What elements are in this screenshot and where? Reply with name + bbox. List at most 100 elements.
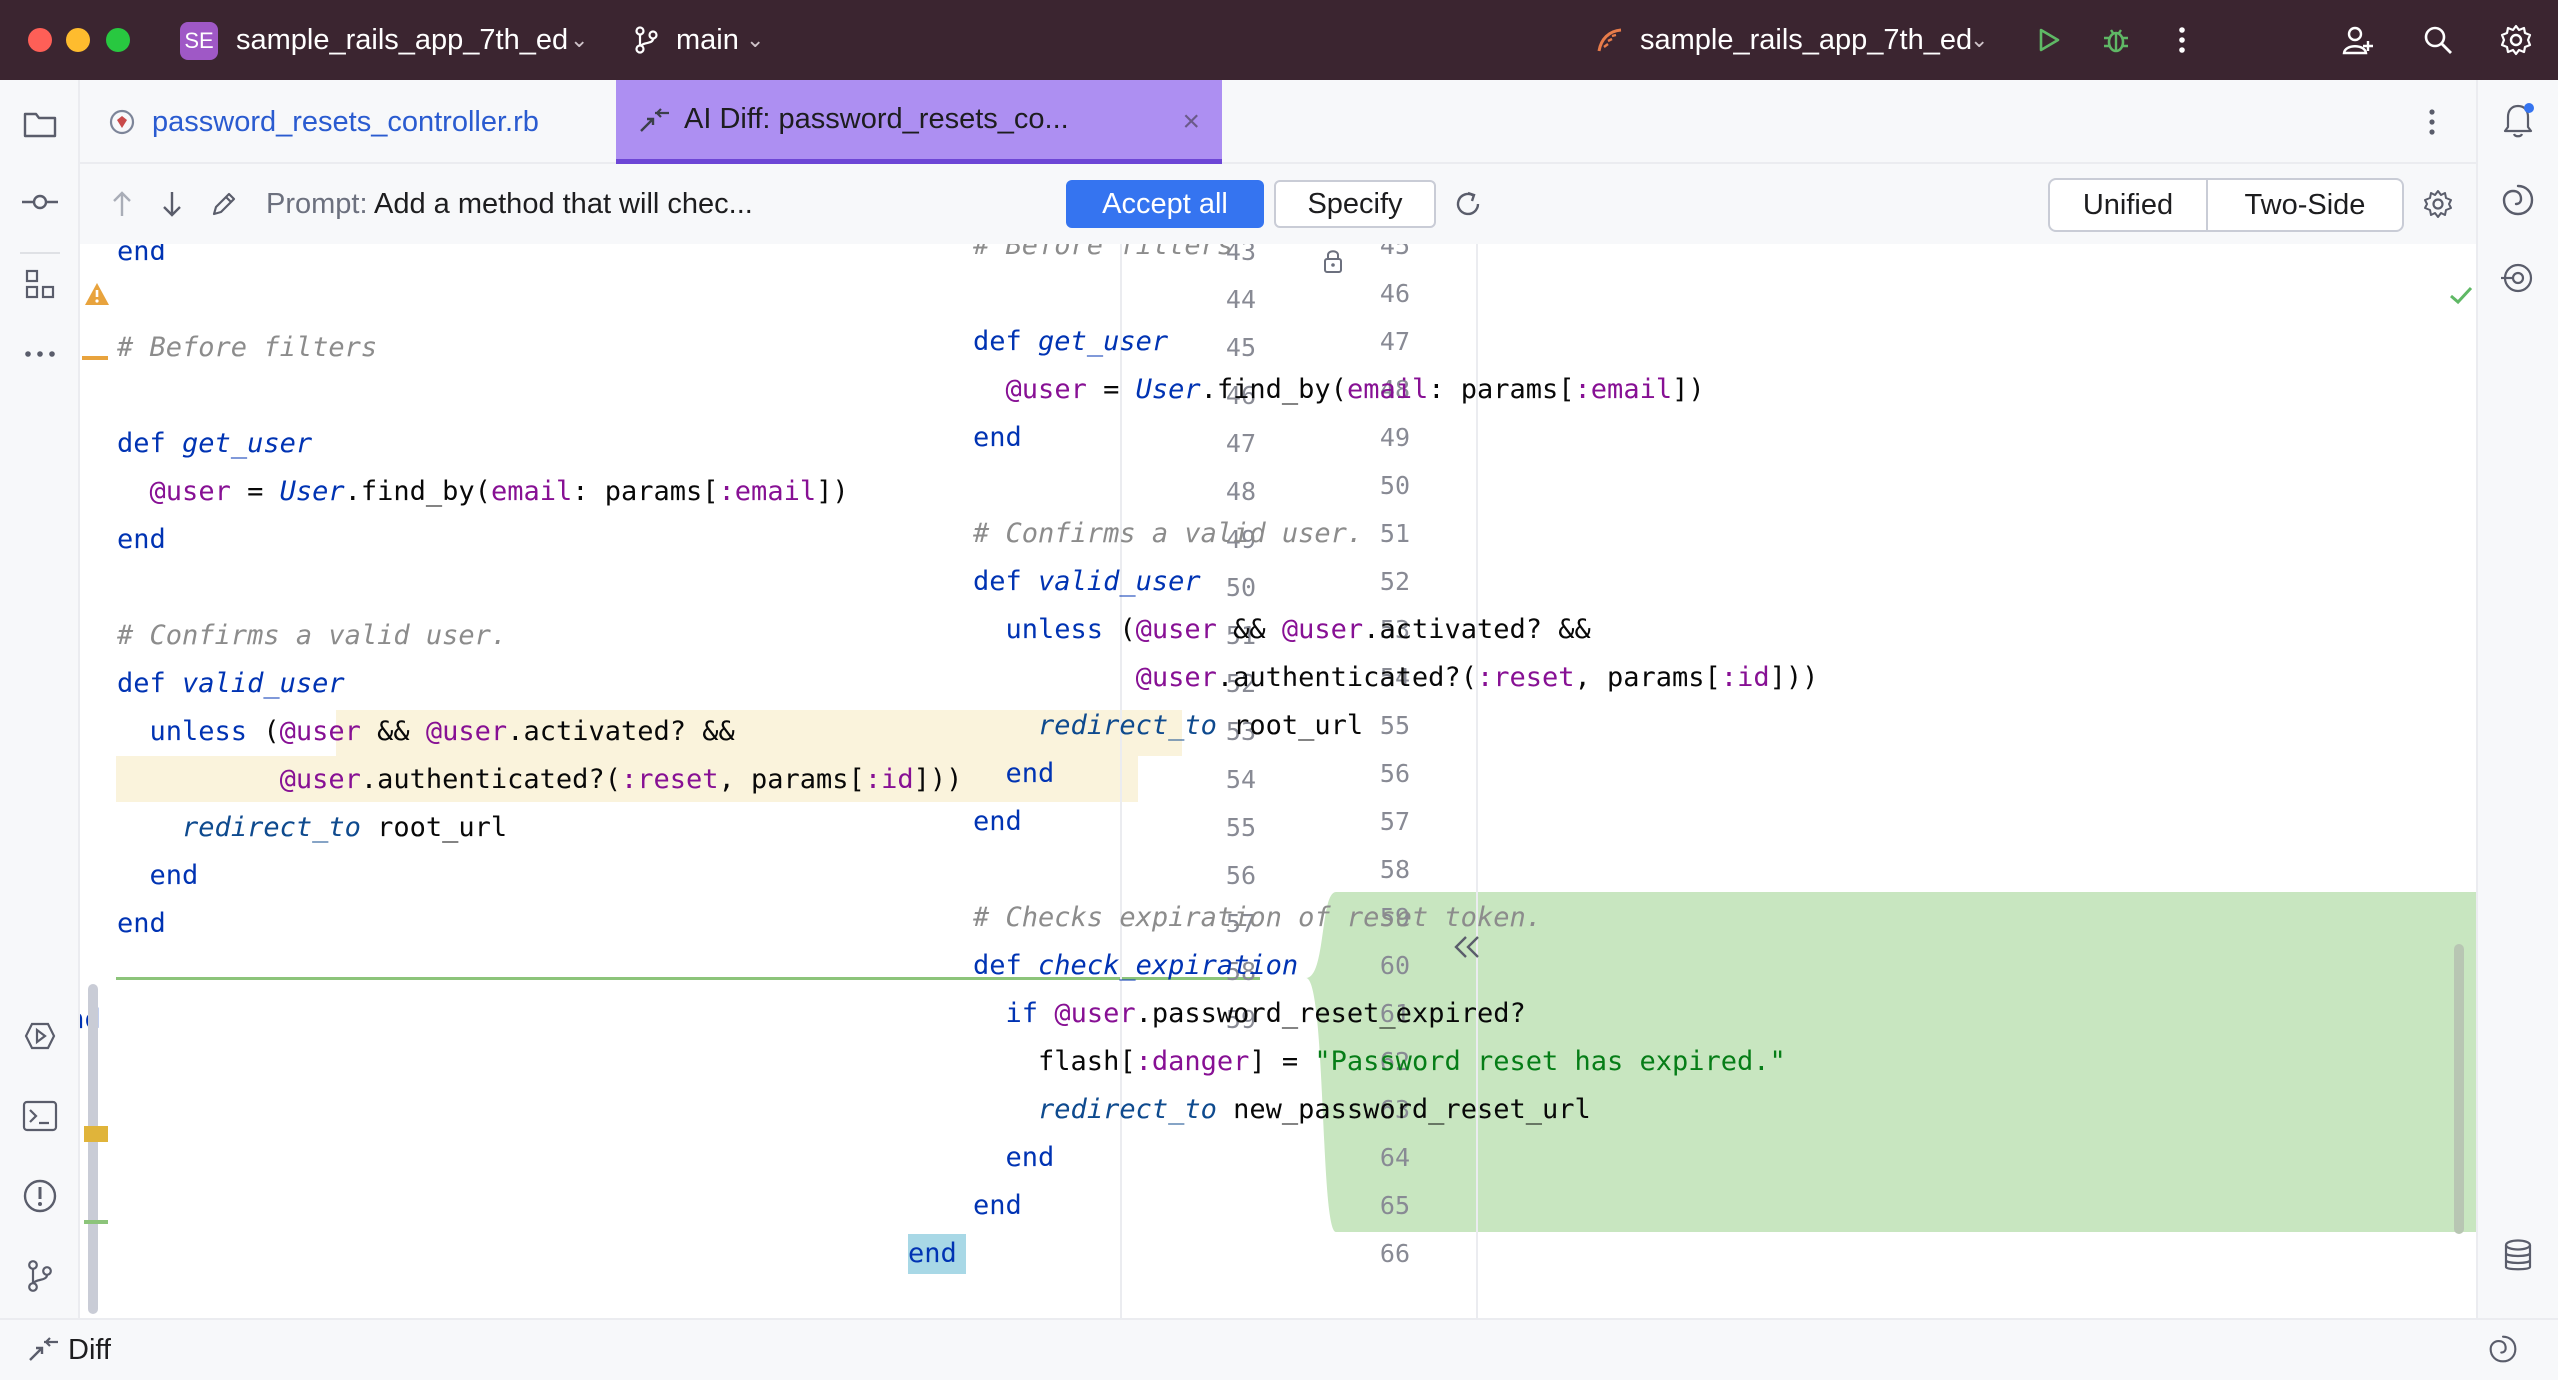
project-name[interactable]: sample_rails_app_7th_ed bbox=[236, 18, 568, 62]
endpoints-icon[interactable] bbox=[2496, 256, 2540, 300]
project-badge[interactable]: SE bbox=[180, 22, 218, 60]
services-icon[interactable] bbox=[18, 1014, 62, 1058]
code-line[interactable]: end bbox=[80, 516, 166, 564]
code-line[interactable]: end bbox=[908, 750, 1054, 798]
code-token: = bbox=[1087, 374, 1136, 405]
code-token: @user bbox=[280, 764, 361, 795]
close-window-button[interactable] bbox=[28, 28, 52, 52]
prompt-label: Prompt: bbox=[266, 188, 368, 220]
chevron-down-icon[interactable]: ⌄ bbox=[1970, 22, 1988, 58]
settings-icon[interactable] bbox=[2494, 18, 2538, 62]
code-token: redirect_to bbox=[182, 812, 361, 843]
specify-button[interactable]: Specify bbox=[1274, 180, 1436, 228]
code-line[interactable]: # Checks expiration of reset token. bbox=[908, 894, 1542, 942]
code-line[interactable]: end bbox=[908, 1134, 1054, 1182]
diff-settings-icon[interactable] bbox=[2416, 182, 2460, 226]
diff-icon bbox=[636, 102, 672, 138]
code-token bbox=[80, 476, 150, 507]
code-line[interactable]: end bbox=[908, 798, 1022, 846]
project-folder-icon[interactable] bbox=[18, 102, 62, 146]
unified-view-button[interactable]: Unified bbox=[2050, 180, 2208, 230]
search-icon[interactable] bbox=[2416, 18, 2460, 62]
code-line[interactable]: def check_expiration bbox=[908, 942, 1298, 990]
code-line[interactable]: def valid_user bbox=[908, 558, 1201, 606]
git-branch-icon[interactable] bbox=[624, 18, 668, 62]
zoom-window-button[interactable] bbox=[106, 28, 130, 52]
warning-icon[interactable] bbox=[84, 282, 110, 311]
debug-icon[interactable] bbox=[2094, 18, 2138, 62]
commit-icon[interactable] bbox=[18, 180, 62, 224]
notifications-icon[interactable] bbox=[2496, 98, 2540, 142]
code-line[interactable]: # Before filters bbox=[908, 244, 1233, 270]
terminal-icon[interactable] bbox=[18, 1094, 62, 1138]
code-line[interactable]: redirect_to root_url bbox=[908, 702, 1363, 750]
code-line[interactable]: end bbox=[80, 900, 166, 948]
edit-pencil-icon[interactable] bbox=[202, 182, 246, 226]
left-scrollbar[interactable] bbox=[88, 984, 98, 1314]
code-line[interactable]: end bbox=[80, 244, 166, 276]
code-token: ( bbox=[263, 716, 279, 747]
ai-assistant-icon[interactable] bbox=[2488, 1334, 2518, 1369]
code-token: @user bbox=[280, 716, 361, 747]
problems-icon[interactable] bbox=[18, 1174, 62, 1218]
code-token: :email bbox=[719, 476, 817, 507]
code-line[interactable]: @user = User.find_by(email: params[:emai… bbox=[908, 366, 1705, 414]
ruby-file-icon bbox=[104, 104, 140, 140]
code-line[interactable]: @user.authenticated?(:reset, params[:id]… bbox=[80, 756, 962, 804]
code-line[interactable]: @user.authenticated?(:reset, params[:id]… bbox=[908, 654, 1818, 702]
version-control-icon[interactable] bbox=[18, 1254, 62, 1298]
code-line[interactable]: redirect_to root_url bbox=[80, 804, 507, 852]
ai-assistant-icon[interactable] bbox=[2496, 178, 2540, 222]
close-tab-icon[interactable]: × bbox=[1182, 104, 1200, 140]
run-config-name[interactable]: sample_rails_app_7th_ed bbox=[1640, 18, 1972, 62]
two-side-view-button[interactable]: Two-Side bbox=[2208, 180, 2402, 230]
code-line[interactable]: unless (@user && @user.activated? && bbox=[908, 606, 1591, 654]
code-line[interactable]: end bbox=[908, 414, 1022, 462]
more-horizontal-icon[interactable] bbox=[18, 332, 62, 376]
code-line[interactable]: end bbox=[908, 1182, 1022, 1230]
code-token: end bbox=[908, 1190, 1022, 1221]
code-token: , params[ bbox=[719, 764, 865, 795]
code-line[interactable]: # Confirms a valid user. bbox=[80, 612, 507, 660]
code-line[interactable]: if @user.password_reset_expired? bbox=[908, 990, 1526, 1038]
tab-ai-diff[interactable]: AI Diff: password_resets_co... × bbox=[616, 80, 1222, 164]
check-icon bbox=[2448, 284, 2474, 311]
revert-chunk-icon[interactable] bbox=[1452, 934, 1482, 965]
code-line[interactable]: @user = User.find_by(email: params[:emai… bbox=[80, 468, 849, 516]
run-icon[interactable] bbox=[2026, 18, 2070, 62]
code-line[interactable]: flash[:danger] = "Password reset has exp… bbox=[908, 1038, 1786, 1086]
code-token bbox=[908, 1094, 1038, 1125]
code-token: ( bbox=[1119, 614, 1135, 645]
code-token: # Checks expiration of reset token. bbox=[908, 902, 1542, 933]
more-vertical-icon[interactable] bbox=[2410, 100, 2454, 144]
code-line[interactable]: unless (@user && @user.activated? && bbox=[80, 708, 735, 756]
chevron-down-icon[interactable]: ⌄ bbox=[570, 22, 588, 58]
add-user-icon[interactable] bbox=[2336, 18, 2380, 62]
more-vertical-icon[interactable] bbox=[2160, 18, 2204, 62]
code-line[interactable]: end bbox=[80, 852, 198, 900]
code-line[interactable]: redirect_to new_password_reset_url bbox=[908, 1086, 1591, 1134]
code-token: .activated? && bbox=[507, 716, 735, 747]
line-number: 55 bbox=[1196, 804, 1256, 852]
code-line[interactable]: # Confirms a valid user. bbox=[908, 510, 1363, 558]
code-line[interactable]: # Before filters bbox=[80, 324, 377, 372]
branch-name[interactable]: main bbox=[676, 18, 739, 62]
right-scrollbar[interactable] bbox=[2454, 944, 2464, 1234]
code-line[interactable]: def valid_user bbox=[80, 660, 345, 708]
code-line[interactable]: def get_user bbox=[80, 420, 312, 468]
minimize-window-button[interactable] bbox=[66, 28, 90, 52]
chevron-down-icon[interactable]: ⌄ bbox=[746, 22, 764, 58]
line-number: 65 bbox=[1350, 1182, 1410, 1230]
regenerate-icon[interactable] bbox=[1446, 182, 1490, 226]
previous-change-icon[interactable] bbox=[100, 182, 144, 226]
code-line[interactable]: end bbox=[908, 1230, 957, 1278]
code-token: # Confirms a valid user. bbox=[80, 620, 507, 651]
code-line[interactable]: def get_user bbox=[908, 318, 1168, 366]
structure-icon[interactable] bbox=[18, 262, 62, 306]
code-token: # Confirms a valid user. bbox=[908, 518, 1363, 549]
tab-password-resets-controller[interactable]: password_resets_controller.rb bbox=[104, 80, 614, 164]
code-token: end bbox=[80, 524, 166, 555]
database-icon[interactable] bbox=[2496, 1234, 2540, 1278]
next-change-icon[interactable] bbox=[150, 182, 194, 226]
accept-all-button[interactable]: Accept all bbox=[1066, 180, 1264, 228]
